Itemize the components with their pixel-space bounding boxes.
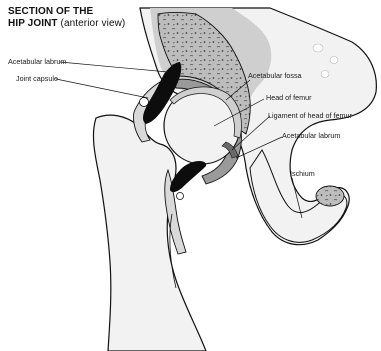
- capsule-detail-1: [140, 98, 149, 107]
- pelvis-foramen-3: [321, 71, 329, 78]
- pelvis-foramen-1: [313, 44, 323, 52]
- label-joint-capsule: Joint capsule: [16, 74, 58, 83]
- ischial-end: [316, 186, 344, 206]
- label-acetabular-fossa: Acetabular fossa: [248, 71, 302, 80]
- label-ligament-of-head: Ligament of head of femur: [268, 111, 353, 120]
- leader-joint-capsule: [56, 79, 148, 98]
- pelvis-foramen-2: [330, 57, 338, 64]
- capsule-detail-2: [177, 193, 184, 200]
- label-acetabular-labrum-top: Acetabular labrum: [8, 57, 66, 66]
- label-head-of-femur: Head of femur: [266, 93, 312, 102]
- label-acetabular-labrum-bottom: Acetabular labrum: [282, 131, 340, 140]
- leader-acetabular-labrum-top: [60, 62, 168, 72]
- label-ischium: Ischium: [290, 169, 315, 178]
